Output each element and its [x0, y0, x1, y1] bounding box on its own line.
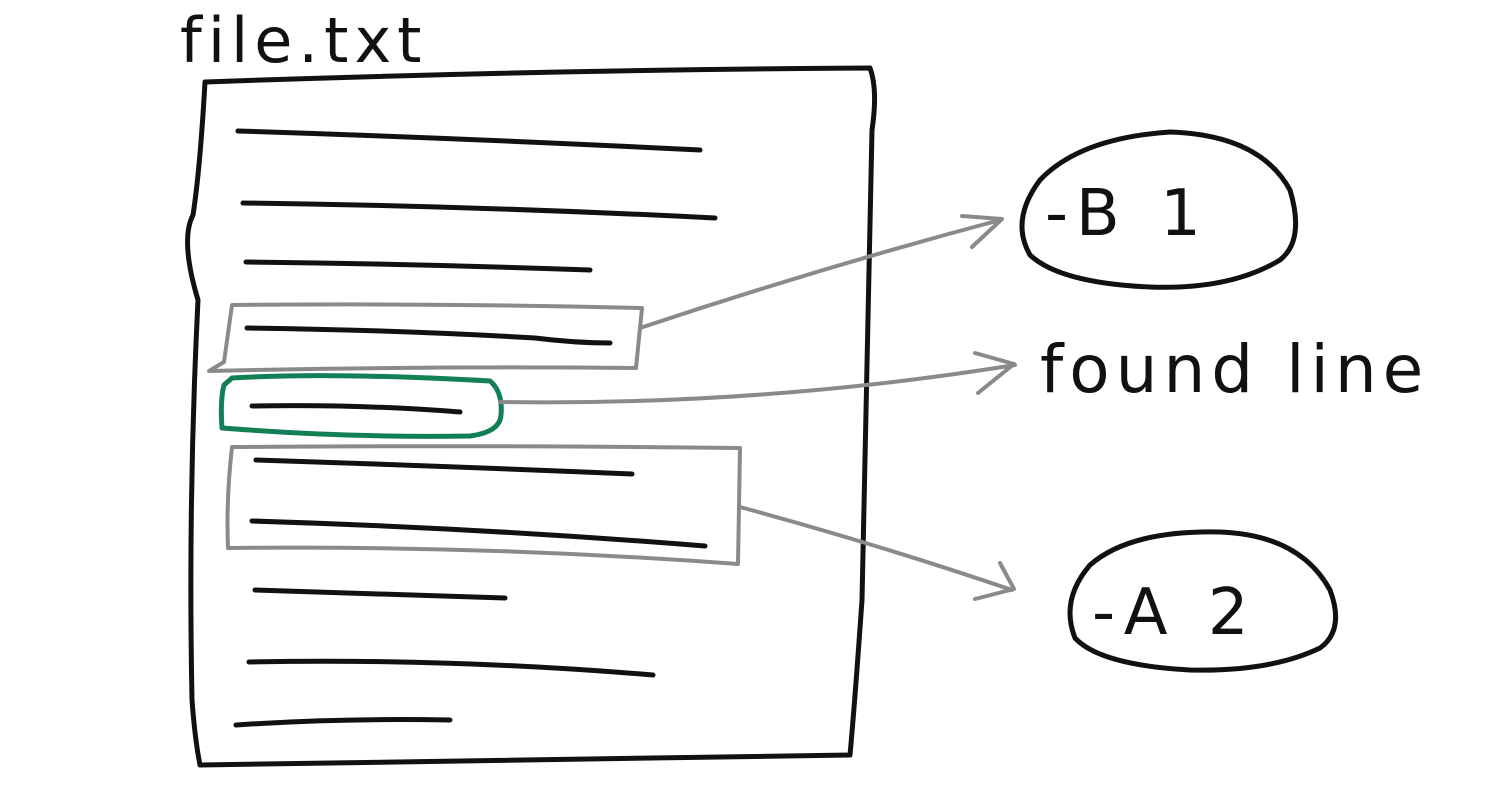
after-context-bubble [1067, 529, 1339, 673]
text-line [249, 403, 463, 415]
text-line [244, 325, 613, 346]
arrowhead-icon [973, 351, 1016, 395]
file-document [185, 65, 878, 768]
before-context-label: -B 1 [1045, 177, 1211, 251]
before-context-arrow [638, 214, 1004, 330]
after-context-box [225, 444, 742, 566]
arrowhead-icon [973, 561, 1016, 601]
before-context-box [207, 302, 644, 373]
text-line [243, 259, 593, 273]
arrowhead-icon [960, 214, 1004, 249]
text-line [246, 658, 656, 678]
text-line [240, 200, 718, 221]
before-context-bubble [1019, 129, 1299, 290]
text-line [249, 518, 708, 549]
text-line [253, 457, 635, 477]
file-title: file.txt [180, 4, 427, 77]
text-line [252, 587, 508, 601]
found-line-arrow [498, 351, 1017, 405]
after-context-arrow [738, 505, 1016, 601]
found-line-box [218, 373, 504, 439]
text-line [233, 717, 453, 728]
after-context-label: -A 2 [1092, 576, 1259, 650]
text-line [235, 128, 703, 153]
file-text-lines [233, 128, 718, 728]
found-line-label: found line [1040, 331, 1429, 408]
